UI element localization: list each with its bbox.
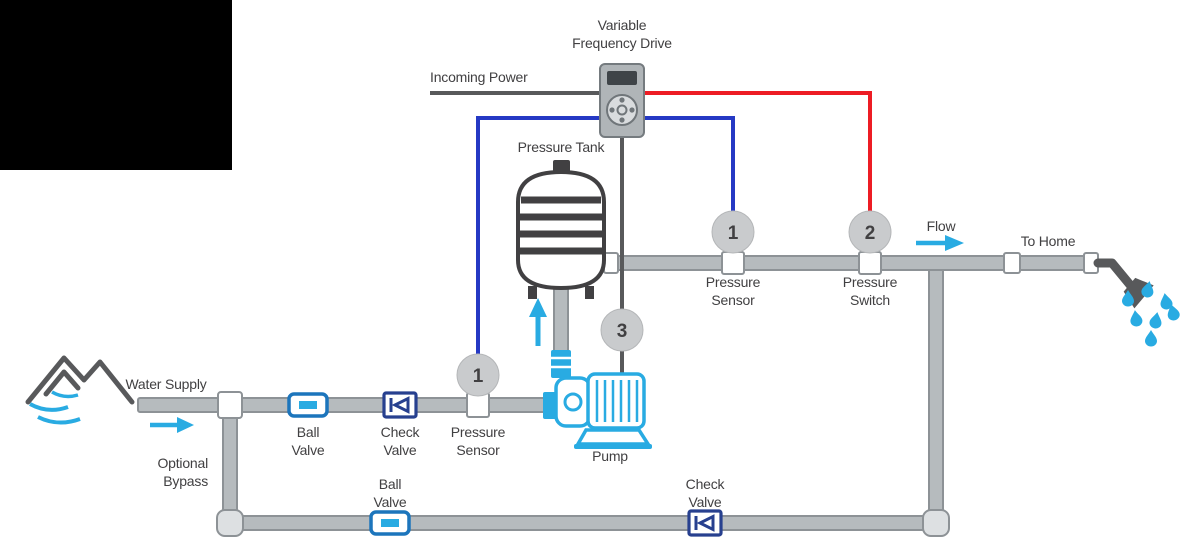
- pressure-tank-label: Pressure Tank: [518, 139, 606, 155]
- vfd-knob-dot: [619, 117, 625, 123]
- wiring: [430, 91, 872, 380]
- callout-circle: [456, 353, 500, 397]
- vfd-label-line2: Frequency Drive: [572, 35, 672, 51]
- check-valve-label-line1: Check: [381, 424, 421, 440]
- discharge-sensor-label-line2: Sensor: [711, 292, 755, 308]
- pump-discharge-fitting: [551, 350, 571, 378]
- pressure-switch-fitting: [858, 251, 882, 275]
- ball-valve-icon: [287, 392, 329, 418]
- vfd-knob-dot: [619, 97, 625, 103]
- optional-bypass-label-line2: Bypass: [163, 473, 208, 489]
- bypass-bottom-pipe: [222, 515, 944, 531]
- suction-pipe: [137, 397, 555, 413]
- callout-number: 1: [473, 366, 484, 387]
- pump-icon: [543, 350, 652, 449]
- logo-block: [0, 0, 232, 170]
- supply-flow-arrow-icon: [150, 417, 194, 433]
- callout-circle: [600, 308, 644, 352]
- red-wire-pressure-switch: [643, 91, 872, 232]
- tank-outlet-coupling: [603, 252, 619, 274]
- bypass-ball-valve-label-line2: Valve: [374, 494, 407, 510]
- callout-discharge-sensor: 1: [711, 210, 755, 254]
- discharge-sensor-fitting: [721, 251, 745, 275]
- pump-eye: [563, 392, 583, 412]
- labels: Variable Frequency Drive Incoming Power …: [125, 17, 1075, 510]
- pressure-tank-icon: [516, 160, 606, 299]
- callout-circle: [848, 210, 892, 254]
- pump-volute: [554, 376, 592, 428]
- callout-number: 2: [865, 223, 876, 244]
- water-drop-icon: [1148, 311, 1164, 330]
- bypass-elbow-right: [922, 509, 950, 537]
- suction-sensor-label-line1: Pressure: [451, 424, 506, 440]
- ball-valve-label-line1: Ball: [297, 424, 320, 440]
- vfd-label-line1: Variable: [598, 17, 647, 33]
- bypass-check-valve-label-line2: Valve: [689, 494, 722, 510]
- pressure-switch-label-line2: Switch: [850, 292, 890, 308]
- vfd-display: [607, 71, 637, 85]
- ball-valve-bypass-icon: [369, 510, 411, 536]
- check-valve-label-line2: Valve: [384, 442, 417, 458]
- bypass-elbow-left: [216, 509, 244, 537]
- callout-suction-sensor: 1: [456, 353, 500, 397]
- pump-label: Pump: [592, 448, 628, 464]
- pressure-switch-label-line1: Pressure: [843, 274, 898, 290]
- water-supply-label: Water Supply: [125, 376, 206, 392]
- vfd-knob-center: [616, 104, 628, 116]
- check-valve-icon: [382, 391, 418, 419]
- pump-foot: [574, 444, 652, 449]
- pump-motor-fins: [595, 380, 639, 422]
- callout-circle: [711, 210, 755, 254]
- water-supply-icon: [25, 355, 135, 425]
- flow-label: Flow: [927, 218, 957, 234]
- suction-sensor-fitting: [466, 392, 490, 418]
- tank-body: [516, 169, 606, 291]
- bypass-ball-valve-label-line1: Ball: [379, 476, 402, 492]
- suction-sensor-label-line2: Sensor: [456, 442, 500, 458]
- tank-flow-arrow-icon: [529, 298, 547, 346]
- flow-arrow-icon: [916, 235, 964, 251]
- callout-pump-cable: 3: [600, 308, 644, 352]
- bypass-right-pipe: [928, 257, 944, 521]
- ball-valve-label-line2: Valve: [292, 442, 325, 458]
- callout-pressure-switch: 2: [848, 210, 892, 254]
- incoming-power-label: Incoming Power: [430, 69, 528, 85]
- discharge-sensor-label-line1: Pressure: [706, 274, 761, 290]
- vfd-knob: [606, 94, 638, 126]
- callout-number: 3: [617, 321, 628, 342]
- vfd-knob-dot: [629, 107, 635, 113]
- to-home-label: To Home: [1021, 233, 1076, 249]
- discharge-coupling: [1003, 252, 1021, 274]
- tank-leg: [585, 286, 594, 299]
- vfd-knob-dot: [609, 107, 615, 113]
- tank-leg: [528, 286, 537, 299]
- bypass-tee-fitting: [217, 391, 243, 419]
- blue-wire-discharge-sensor: [643, 116, 735, 232]
- callout-number: 1: [728, 223, 739, 244]
- pump-inlet-flange: [543, 392, 557, 419]
- pump-base: [574, 428, 652, 446]
- vfd-icon: [599, 63, 645, 138]
- water-drop-icon: [1128, 309, 1144, 328]
- blue-wire-suction-sensor: [476, 116, 601, 375]
- check-valve-bypass-icon: [687, 509, 723, 537]
- bypass-check-valve-label-line1: Check: [686, 476, 726, 492]
- water-drop-icon: [1145, 330, 1157, 347]
- optional-bypass-label-line1: Optional: [157, 455, 208, 471]
